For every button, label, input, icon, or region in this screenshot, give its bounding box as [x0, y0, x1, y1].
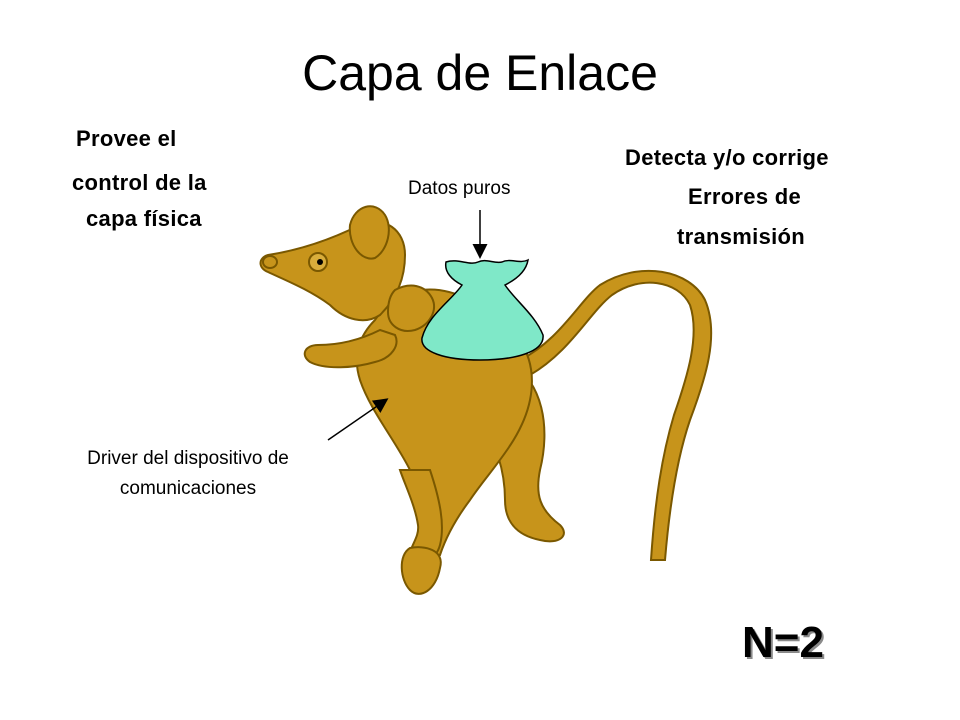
layer-number-label: N=2: [742, 618, 824, 667]
datos-puros-callout: Datos puros: [408, 178, 511, 199]
driver-arrow: [327, 398, 389, 441]
money-bag-icon: [421, 258, 544, 361]
slide-title: Capa de Enlace: [302, 45, 658, 101]
right-label-line-2: Errores de: [688, 184, 802, 209]
rat-foot: [400, 546, 442, 595]
driver-callout-line-1: Driver del dispositivo de: [87, 448, 289, 469]
driver-callout-line-2: comunicaciones: [119, 478, 257, 499]
rat-tail: [518, 269, 713, 561]
rat-arm: [303, 328, 398, 369]
left-label-line-3: capa física: [86, 206, 202, 231]
right-label-line-3: transmisión: [677, 224, 805, 249]
left-label-line-2: control de la: [72, 170, 207, 195]
rat-pupil: [317, 259, 323, 265]
rat-shoulder: [386, 284, 435, 332]
right-label-line-1: Detecta y/o corrige: [625, 145, 829, 170]
rat-nose: [262, 255, 278, 269]
rat-ear: [348, 205, 390, 260]
driver-callout: Driver del dispositivo de comunicaciones: [40, 444, 336, 504]
left-label-line-1: Provee el: [76, 126, 177, 151]
